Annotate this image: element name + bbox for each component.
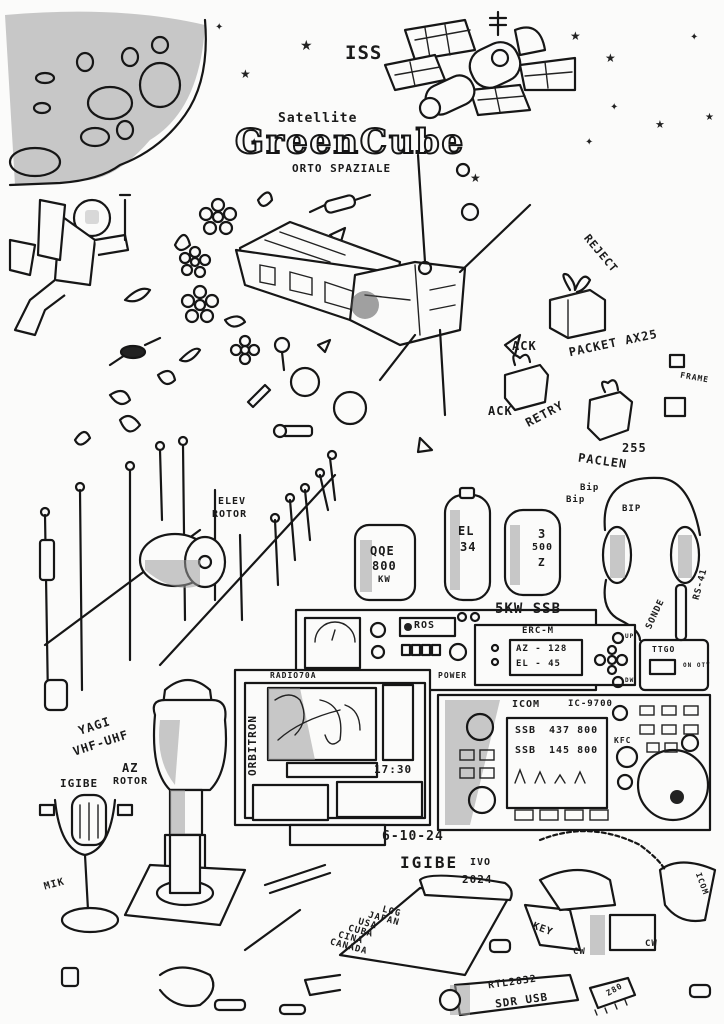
amplifier-label: 5KW SSB <box>495 601 562 617</box>
svg-text:★: ★ <box>240 67 251 81</box>
packet-gift-boxes <box>503 272 687 442</box>
gift-box-frame-small <box>663 353 687 418</box>
pencil-tip-icon <box>246 383 272 409</box>
z80-chip <box>588 976 637 1016</box>
bip-label-3: BIP <box>622 504 642 514</box>
orbitron-label: ORBITRON <box>245 715 259 776</box>
gift-box-ack <box>503 353 550 412</box>
greencube-satellite <box>234 153 532 417</box>
capacitor-icon <box>108 336 162 367</box>
cw-label-1: CW <box>573 947 586 957</box>
svg-text:✦: ✦ <box>690 32 698 43</box>
resistor-icon <box>308 193 372 214</box>
radio-line2-mode: SSB <box>515 745 537 756</box>
bip-label-1: Bip <box>580 483 600 493</box>
date-label: 6-10-24 <box>382 829 444 844</box>
svg-text:★: ★ <box>705 112 714 123</box>
tube-2-line-1: EL <box>458 524 475 538</box>
stars-background: ★ ★ ★ ★ ★ ★ ★ ✦ ✦ ✦ ✦ ✦ <box>215 22 714 185</box>
icom-hand-mic <box>538 830 717 923</box>
desk-tools <box>60 863 712 1016</box>
title-greencube: GreenCube <box>234 122 466 162</box>
svg-text:✦: ✦ <box>585 137 593 148</box>
bolt-icon <box>272 336 314 439</box>
sdr-usb-dongle <box>438 973 580 1017</box>
gift-box-retry <box>586 379 634 442</box>
flowers-debris <box>73 162 522 454</box>
bip-label-2: Bip <box>566 495 586 505</box>
rotor-controller-label: ERC-M <box>522 626 555 636</box>
svg-text:✦: ✦ <box>250 137 258 148</box>
ros-label: ROS <box>414 620 436 631</box>
packet-label-ack-top: ACK <box>512 339 537 353</box>
svg-text:★: ★ <box>655 118 665 131</box>
rock-debris <box>289 162 480 426</box>
ttgo-receiver <box>638 583 710 692</box>
svg-text:★: ★ <box>605 51 616 65</box>
packet-label-paclen-value: 255 <box>622 441 647 455</box>
az-rotor-mast <box>123 678 247 927</box>
power-label: POWER <box>438 671 468 680</box>
log-scroll <box>338 874 513 977</box>
tube-1-line-3: KW <box>378 575 391 585</box>
computer-top-label: RADIO70A <box>270 671 317 680</box>
title-orto-spaziale: ORTO SPAZIALE <box>292 162 392 175</box>
tube-1-line-1: QQE <box>370 544 395 558</box>
year-label: 2024 <box>462 873 493 886</box>
computer-time: 17:30 <box>374 763 413 776</box>
gift-box-reject <box>548 272 607 340</box>
elevation-rotor <box>138 532 227 589</box>
moon-icon <box>5 11 207 187</box>
tube-3-line-1: 3 <box>538 527 547 541</box>
computer-monitor <box>233 668 432 847</box>
ttgo-label: TTGO <box>652 645 676 654</box>
tube-3-line-2: 500 <box>532 542 554 553</box>
mic-brand-label: IGIBE <box>60 777 99 790</box>
svg-text:★: ★ <box>570 29 581 43</box>
title-satellite: Satellite <box>278 111 358 126</box>
rotor-az-readout: AZ - 128 <box>516 644 568 654</box>
icom-ic9700-radio <box>436 693 712 832</box>
vacuum-tubes <box>353 486 562 602</box>
iss-icon <box>383 10 577 120</box>
cw-key-paddle <box>523 869 657 955</box>
iss-label: ISS <box>345 42 383 64</box>
elev-rotor-label-1: ELEV <box>218 496 247 507</box>
elev-rotor-label-2: ROTOR <box>212 509 248 520</box>
signature-suffix: IVO <box>470 857 492 868</box>
svg-text:★: ★ <box>300 38 313 54</box>
tube-2-line-2: 34 <box>460 540 477 554</box>
rotor-el-readout: EL - 45 <box>516 659 561 669</box>
radio-knob-label: KFC <box>614 736 632 745</box>
tube-1-line-2: 800 <box>372 559 397 573</box>
svg-text:✦: ✦ <box>215 22 223 33</box>
radio-line1-freq: 437 800 <box>549 725 599 736</box>
yagi-antenna-array <box>38 435 338 712</box>
ttgo-side-label: ON OTY <box>683 662 711 669</box>
astronaut-icon <box>8 193 132 337</box>
radio-line1-mode: SSB <box>515 725 537 736</box>
tube-3-line-3: Z <box>538 556 546 569</box>
signature-label: IGIBE <box>400 853 459 872</box>
rotor-up-button: UP <box>625 633 635 640</box>
rotor-controller-erc-m <box>473 623 637 689</box>
az-rotor-label-1: AZ <box>122 761 139 775</box>
svg-text:✦: ✦ <box>610 102 618 113</box>
radio-line2-freq: 145 800 <box>549 745 599 756</box>
headphones-icon <box>601 476 702 642</box>
radio-model: IC-9700 <box>568 699 613 709</box>
desk-microphone-icon <box>38 793 134 934</box>
rotor-dw-button: DW <box>625 677 635 684</box>
cw-label-2: CW <box>645 939 658 949</box>
packet-label-ack-bottom: ACK <box>488 404 513 418</box>
radio-brand: ICOM <box>512 699 541 710</box>
svg-text:★: ★ <box>470 171 481 185</box>
az-rotor-label-2: ROTOR <box>113 776 149 787</box>
